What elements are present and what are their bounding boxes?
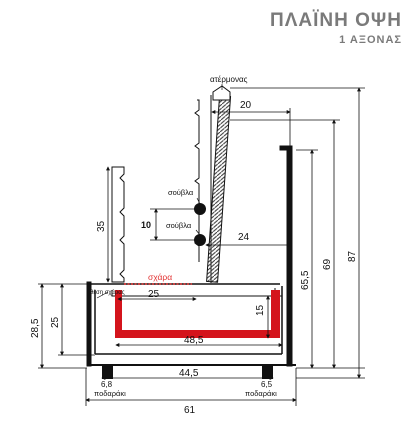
dim-top-width: 20 [240, 100, 252, 111]
skewer-upper-dot [194, 203, 206, 215]
title-main: ΠΛΑΪΝΗ ΟΨΗ [270, 10, 402, 31]
skewer-rack [111, 166, 125, 283]
label-tray: θέση σχάρας [90, 289, 125, 296]
tray-left-side [115, 290, 122, 338]
label-foot-right: ποδαράκι [245, 389, 277, 398]
dim-h-69: 69 [322, 258, 333, 270]
inner-shelf [111, 290, 282, 297]
dim-foot-left: 6,8 [101, 380, 113, 389]
screw-body [206, 95, 232, 283]
dim-grill-length: 25 [148, 289, 160, 300]
dim-skewer-gap: 10 [141, 220, 151, 230]
dim-foot-right: 6,5 [261, 380, 273, 389]
label-foot-left: ποδαράκι [94, 389, 126, 398]
dim-total-width: 61 [184, 405, 196, 416]
dim-inner-width: 48,5 [184, 335, 204, 346]
label-endless-screw: ατέρμονας [210, 75, 248, 84]
dim-outer-width: 44,5 [179, 368, 199, 379]
label-skewer-lower: σούβλα [166, 221, 192, 230]
dim-h-25: 25 [50, 316, 61, 328]
foot-left-block [102, 365, 113, 379]
dim-h-28-5: 28,5 [30, 318, 41, 338]
right-wall-cap [279, 145, 293, 151]
foot-right-block [262, 365, 273, 379]
endless-screw [206, 85, 232, 283]
label-grill: σχάρα [148, 272, 172, 282]
tray-right-side [271, 290, 280, 338]
drip-tray [115, 290, 280, 338]
skewer-lower-dot [194, 234, 206, 246]
rack-bar [111, 166, 125, 283]
view-title: ΠΛΑΪΝΗ ΟΨΗ 1 ΑΞΟΝΑΣ [270, 10, 402, 46]
dim-depth-15: 15 [255, 304, 266, 316]
screw-head [212, 85, 231, 101]
dim-h-65-5: 65,5 [300, 270, 311, 290]
tray-bottom [115, 330, 280, 338]
dim-h-87: 87 [347, 250, 358, 262]
dim-rack-height: 35 [96, 220, 107, 232]
leader-lines [96, 84, 223, 299]
dimension-lines [38, 87, 365, 406]
title-sub: 1 ΑΞΟΝΑΣ [339, 34, 402, 46]
label-skewer-upper: σούβλα [168, 188, 194, 197]
right-tall-wall [286, 146, 293, 367]
dim-lower-arm: 24 [238, 232, 250, 243]
